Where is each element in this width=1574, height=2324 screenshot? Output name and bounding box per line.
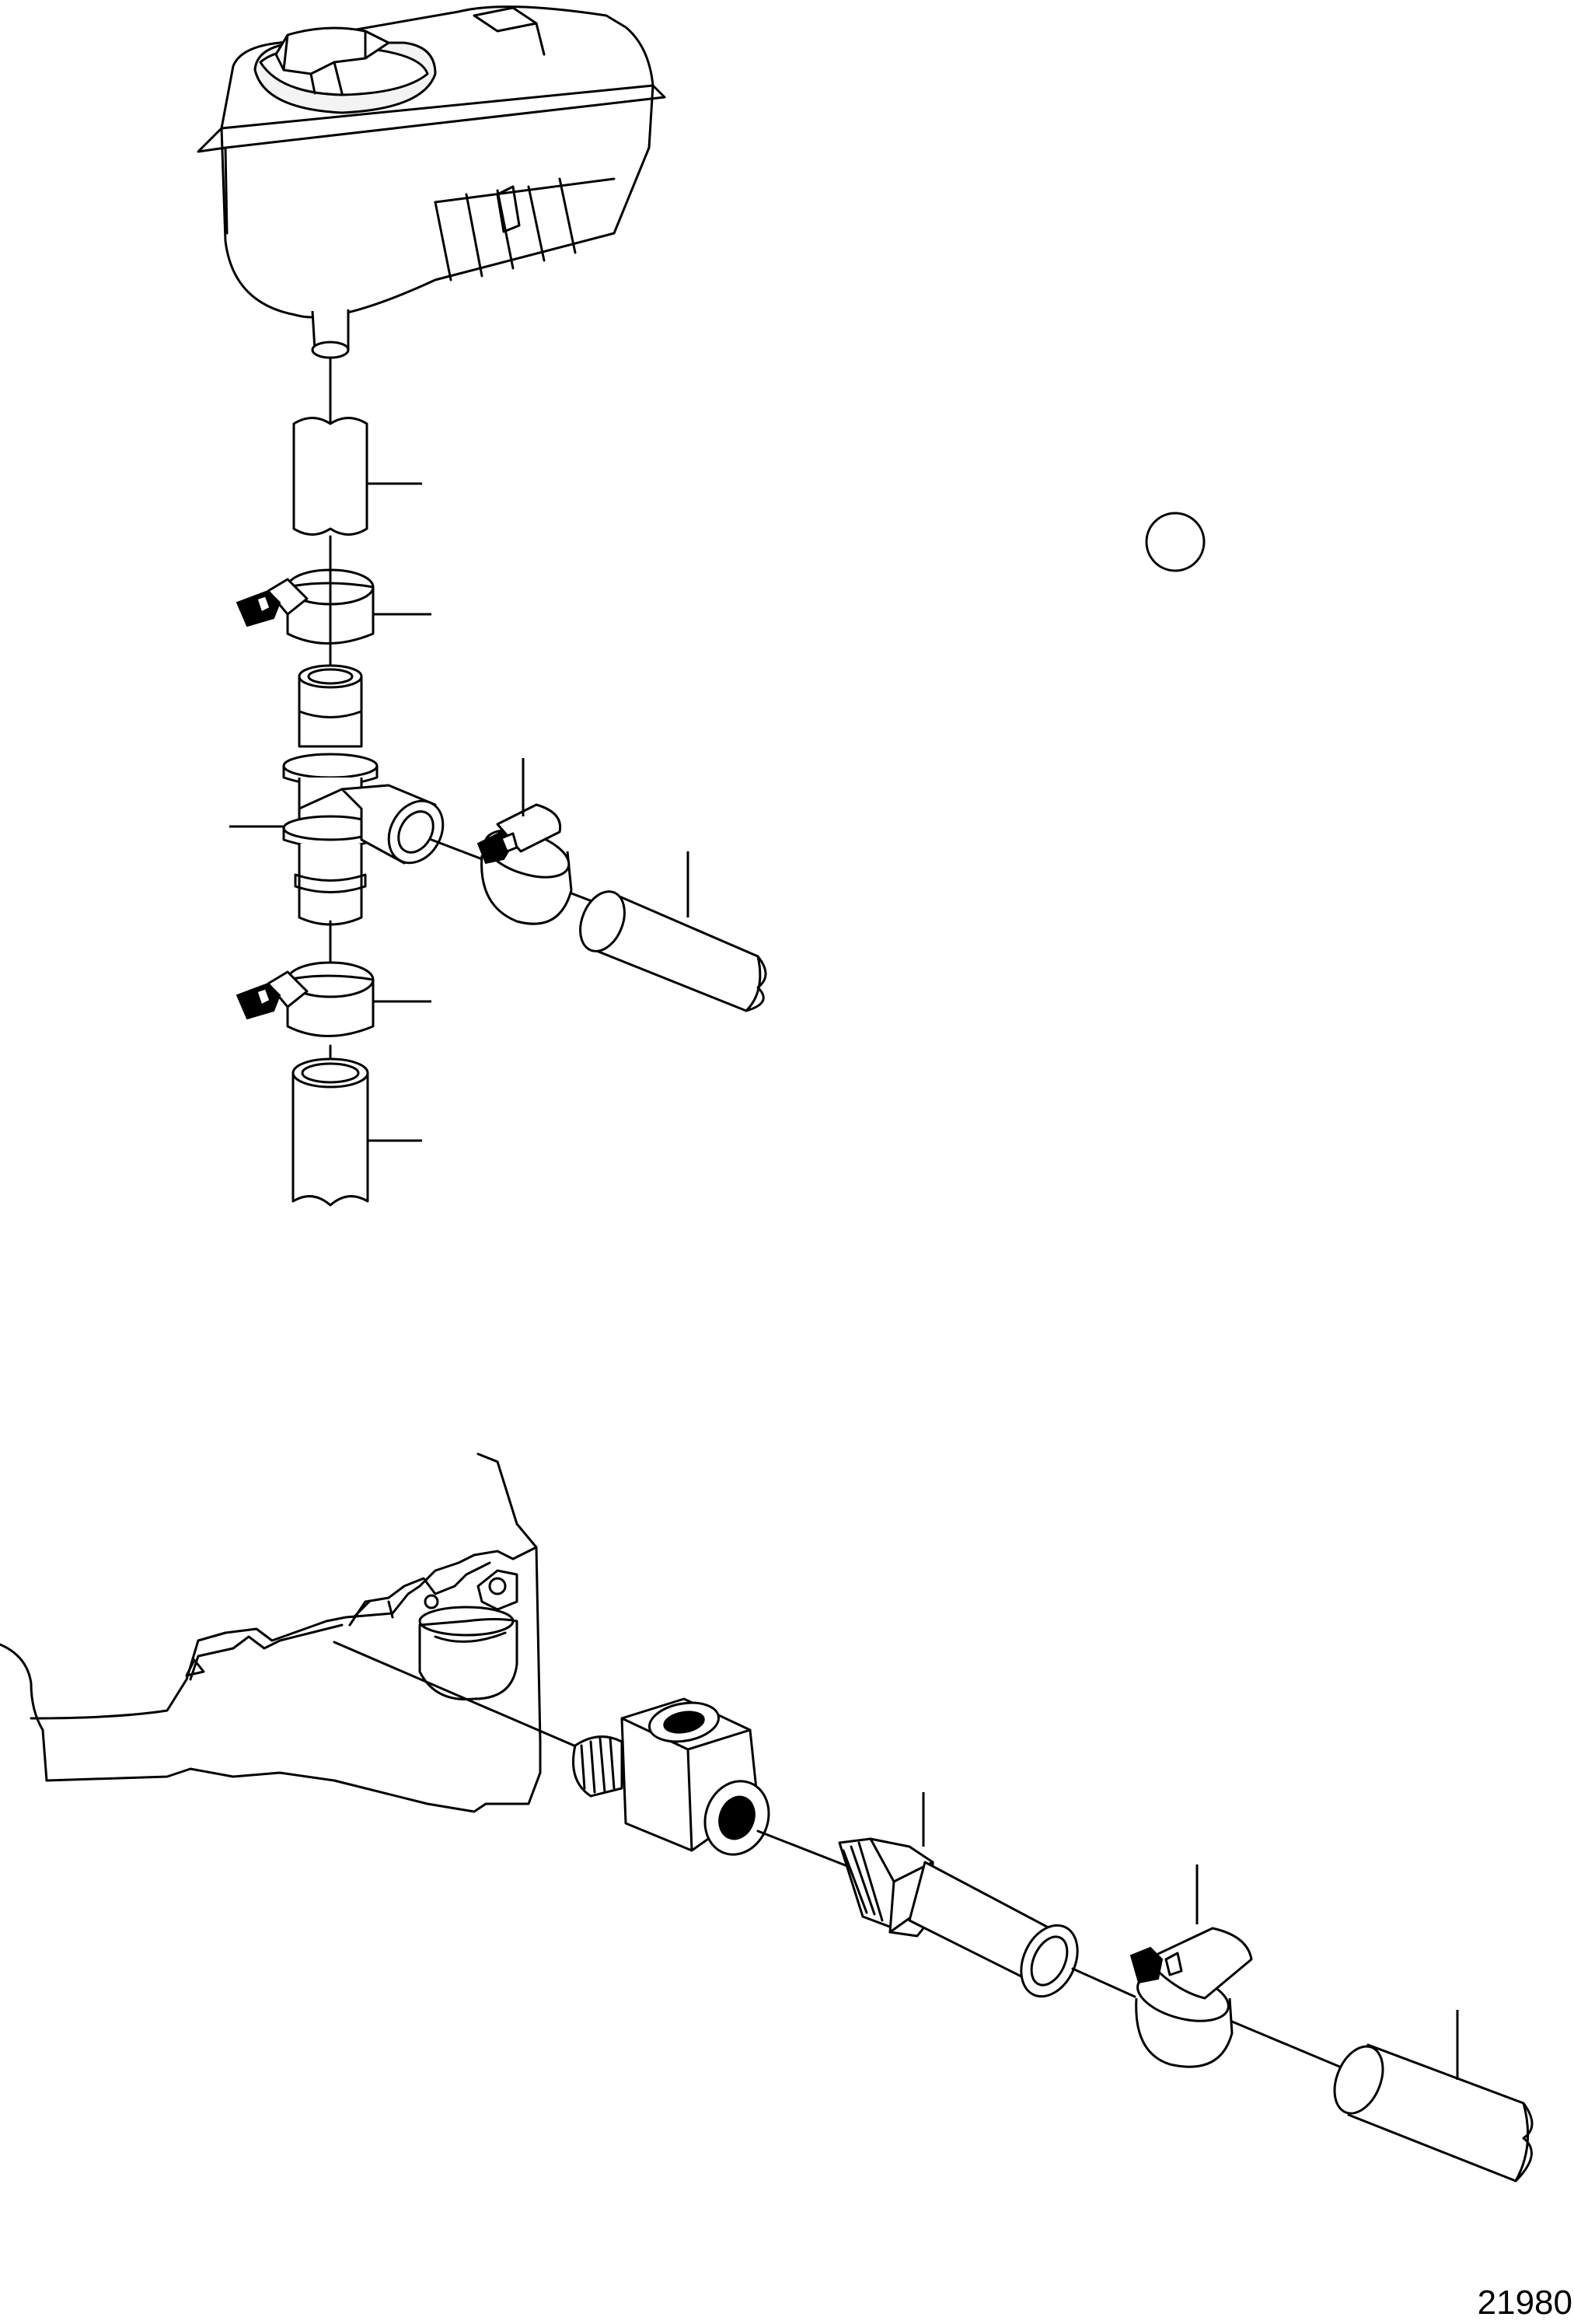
hose-nipple [839, 1792, 1088, 2005]
tee-connector [229, 666, 454, 924]
lower-hose [293, 1059, 422, 1205]
side-hose [572, 851, 766, 1011]
side-hose-clamp [478, 758, 574, 924]
upper-hose-clamp [237, 570, 431, 644]
bottom-hose-clamp [1131, 1864, 1251, 2067]
upper-hose [294, 418, 422, 535]
drawing-number: 21980 [1477, 2284, 1572, 2322]
engine-block [0, 1454, 540, 1812]
bottom-hose [1325, 2010, 1532, 2181]
callout-circle [1146, 513, 1204, 571]
filler-cap [255, 28, 435, 113]
threaded-adapter-fitting [574, 1698, 780, 1864]
lower-hose-clamp [237, 963, 431, 1036]
